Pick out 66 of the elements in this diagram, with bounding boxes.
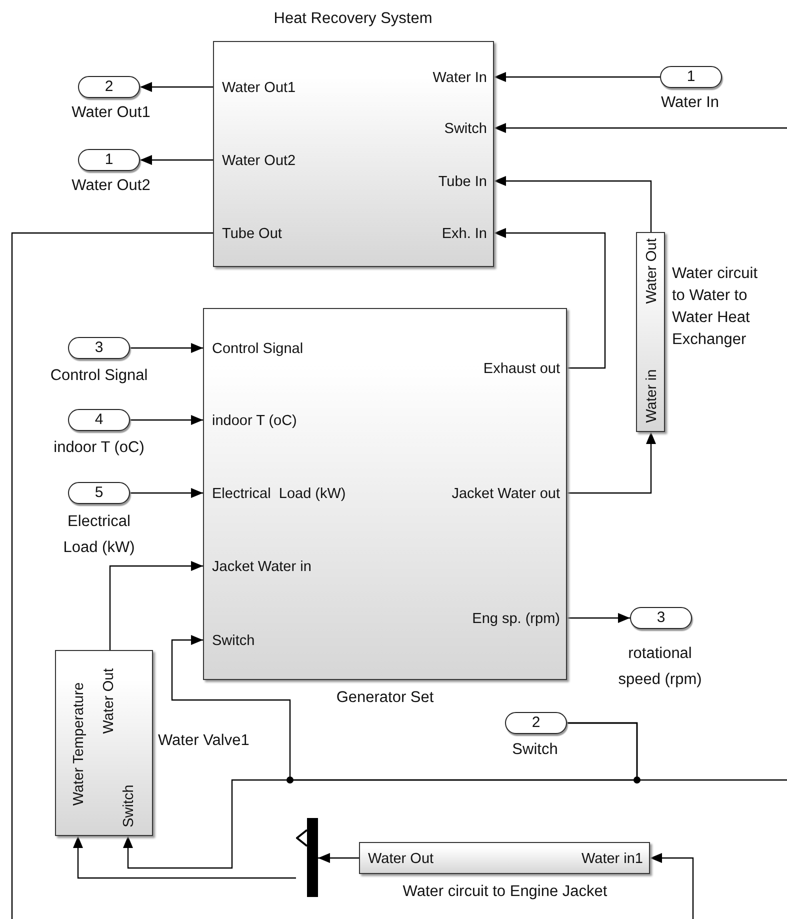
signal-line xyxy=(130,488,203,498)
port-label: Water In xyxy=(432,70,487,86)
signal-line xyxy=(73,836,296,879)
port-block: 2 xyxy=(78,76,140,98)
subsystem-block xyxy=(213,41,494,267)
signal-line xyxy=(494,123,787,133)
block-label: indoor T (oC) xyxy=(52,438,146,458)
block-label: Water Out2 xyxy=(70,176,152,196)
port-block: 4 xyxy=(68,409,130,431)
signal-line xyxy=(567,722,787,781)
block-label: Control Signal xyxy=(49,366,149,386)
block-label: Water Out1 xyxy=(70,103,152,123)
signal-line xyxy=(140,82,213,92)
port-block: 1 xyxy=(78,149,140,171)
port-label: Jacket Water in xyxy=(212,559,312,575)
port-label: Water Temperature xyxy=(71,682,87,806)
signal-line xyxy=(11,232,213,919)
port-label: Tube Out xyxy=(222,226,282,242)
block-label: Water circuit to Engine Jacket xyxy=(402,882,608,902)
block-label: Water In xyxy=(660,93,720,113)
subsystem-block xyxy=(203,308,567,680)
port-label: Water in1 xyxy=(581,851,643,867)
block-label: rotational speed (rpm) xyxy=(617,644,703,690)
block-label: Electrical Load (kW) xyxy=(62,512,136,558)
port-label: Electrical Load (kW) xyxy=(212,486,346,502)
port-block: 5 xyxy=(68,482,130,504)
signal-line xyxy=(318,853,359,863)
mux-bar xyxy=(296,818,318,897)
port-label: Water Out2 xyxy=(222,153,296,169)
block-label: Water circuit to Water to Water Heat Exchanger xyxy=(672,264,759,350)
signal-line xyxy=(494,228,606,369)
port-label: Water Out xyxy=(368,851,434,867)
signal-line xyxy=(109,561,203,650)
signal-line xyxy=(650,853,694,919)
port-label: Tube In xyxy=(438,174,487,190)
port-label: Control Signal xyxy=(212,341,304,357)
port-block: 3 xyxy=(630,607,692,629)
signal-line xyxy=(567,432,656,494)
port-label: Exhaust out xyxy=(483,361,560,377)
port-label: Switch xyxy=(444,121,487,137)
port-block: 2 xyxy=(505,712,567,734)
port-label: indoor T (oC) xyxy=(212,413,297,429)
signal-line xyxy=(130,343,203,353)
port-label: Water Out xyxy=(101,668,117,734)
port-label: Eng sp. (rpm) xyxy=(472,611,560,627)
port-label: Jacket Water out xyxy=(452,486,560,502)
subsystem-block xyxy=(636,232,665,432)
block-label: Switch xyxy=(511,740,559,760)
signal-line xyxy=(140,155,213,165)
signal-line xyxy=(567,613,630,623)
port-block: 3 xyxy=(68,337,130,359)
signal-line xyxy=(494,72,660,82)
port-label: Switch xyxy=(121,784,137,828)
port-label: Water Out xyxy=(644,238,660,304)
port-label: Switch xyxy=(212,633,255,649)
port-label: Water in xyxy=(644,369,660,423)
block-label: Generator Set xyxy=(335,688,435,708)
port-label: Water Out1 xyxy=(222,80,296,96)
subsystem-block xyxy=(55,650,153,836)
block-label: Water Valve1 xyxy=(158,731,250,751)
signal-line xyxy=(494,176,652,232)
subsystem-block xyxy=(359,842,650,874)
block-label: Heat Recovery System xyxy=(272,9,434,29)
port-block: 1 xyxy=(660,66,722,88)
port-label: Exh. In xyxy=(442,226,487,242)
signal-line xyxy=(130,415,203,425)
